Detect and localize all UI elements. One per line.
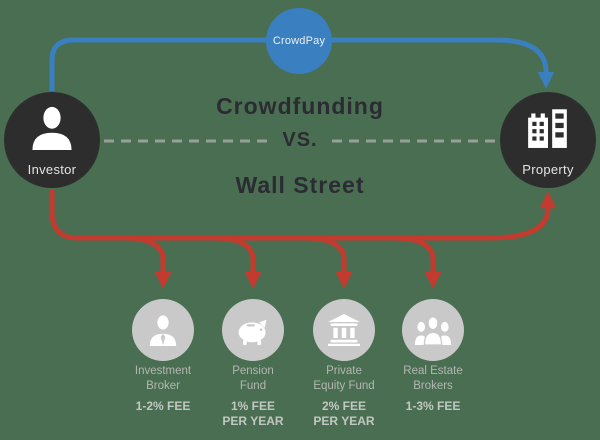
wallstreet-route-arrow — [49, 189, 557, 241]
label-line: Private — [326, 365, 362, 377]
label-line: Equity Fund — [313, 380, 375, 392]
title-wall-street: Wall Street — [235, 172, 365, 198]
investor-node: Investor — [4, 92, 100, 188]
private-equity-fee: 2% FEE PER YEAR — [294, 399, 394, 429]
bank-icon — [328, 314, 360, 346]
branch-arrow-investment-broker — [122, 235, 172, 289]
fee-line: PER YEAR — [222, 414, 284, 428]
piggy-bank-icon — [238, 319, 267, 345]
broker-person-icon — [149, 315, 177, 346]
property-node: Property — [500, 92, 596, 188]
investment-broker-label: Investment Broker — [113, 364, 213, 394]
fee-line: 1-2% FEE — [135, 399, 191, 413]
investment-broker-node — [132, 299, 194, 361]
investment-broker-fee: 1-2% FEE — [113, 399, 213, 414]
title-vs: VS. — [282, 129, 318, 151]
label-line: Fund — [239, 380, 267, 392]
label-line: Investment — [134, 365, 192, 377]
fee-line: 1-3% FEE — [405, 399, 461, 413]
private-equity-label: Private Equity Fund — [294, 364, 394, 394]
fee-line: 1% FEE — [230, 399, 275, 413]
real-estate-node — [402, 299, 464, 361]
pension-fund-label: Pension Fund — [203, 364, 303, 394]
fee-line: 2% FEE — [321, 399, 366, 413]
title-crowdfunding: Crowdfunding — [216, 93, 384, 119]
private-equity-node — [313, 299, 375, 361]
crowdpay-label: CrowdPay — [272, 35, 326, 47]
buildings-icon — [528, 109, 567, 148]
branch-arrow-real-estate — [392, 235, 442, 289]
crowdfunding-route-arrow — [49, 37, 555, 91]
investor-label: Investor — [27, 162, 77, 177]
label-line: Pension — [232, 365, 274, 377]
pension-fund-node — [222, 299, 284, 361]
real-estate-fee: 1-3% FEE — [383, 399, 483, 414]
people-group-icon — [414, 315, 452, 345]
label-line: Real Estate — [403, 365, 463, 377]
pension-fund-fee: 1% FEE PER YEAR — [203, 399, 303, 429]
label-line: Brokers — [413, 380, 453, 392]
property-label: Property — [522, 162, 574, 177]
branch-arrow-private-equity — [303, 235, 353, 289]
fee-line: PER YEAR — [313, 414, 375, 428]
crowdpay-node: CrowdPay — [266, 8, 332, 74]
real-estate-label: Real Estate Brokers — [383, 364, 483, 394]
branch-arrow-pension-fund — [212, 235, 262, 289]
person-icon — [32, 106, 72, 150]
label-line: Broker — [146, 380, 180, 392]
